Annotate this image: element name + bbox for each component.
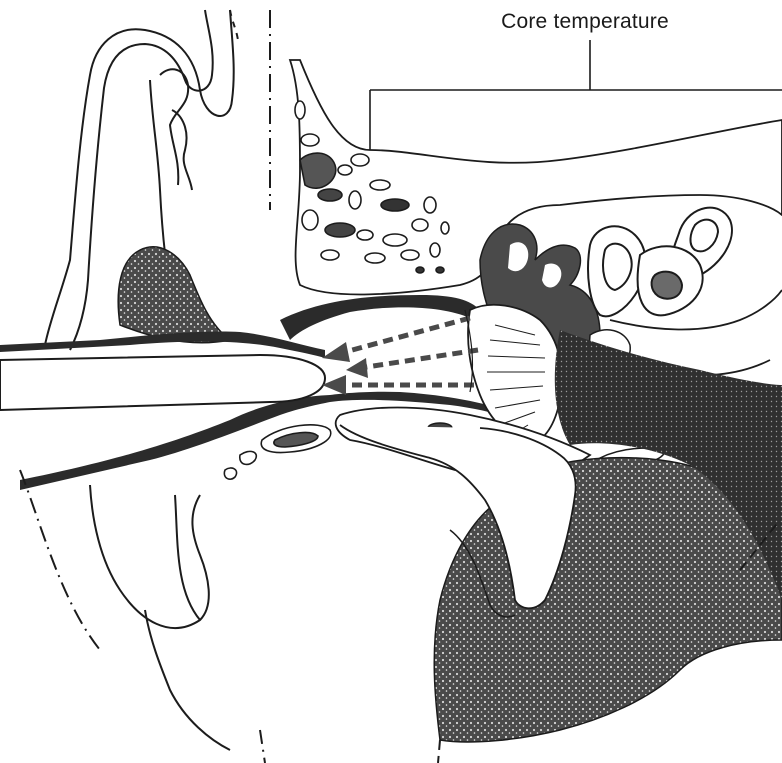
canal-cartilage-cells (224, 425, 330, 479)
arrow-head-upper (322, 342, 350, 362)
ear-canal-wall-upper (0, 295, 480, 358)
tragus (118, 247, 230, 343)
radiation-arrow-middle (360, 350, 478, 368)
thermometer-probe (0, 355, 325, 410)
semicircular-canals (588, 208, 732, 317)
radiation-arrow-upper (345, 318, 470, 352)
